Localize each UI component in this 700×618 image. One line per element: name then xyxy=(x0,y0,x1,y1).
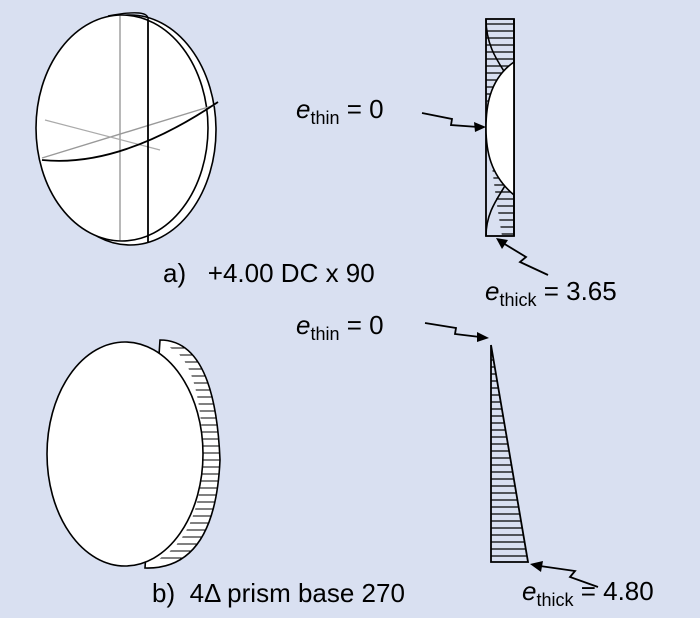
e-thin-a-subscript: thin xyxy=(310,108,340,128)
arrow-thin-a xyxy=(421,112,486,132)
e-thick-a-value: = 3.65 xyxy=(543,276,617,306)
axis-diagonal-guide xyxy=(44,119,161,151)
lens-front-face xyxy=(35,14,209,242)
label-e-thin-b: ethin = 0 xyxy=(296,312,384,343)
label-e-thin-a: ethin = 0 xyxy=(296,96,384,127)
arrow-thick-b xyxy=(530,561,599,588)
prism-cross-section xyxy=(490,344,530,563)
cylinder-cross-section xyxy=(485,18,515,237)
e-thin-b-symbol: e xyxy=(296,310,311,340)
e-thick-a-subscript: thick xyxy=(499,290,537,310)
cylinder-lens-3d xyxy=(35,12,219,246)
label-e-thick-a: ethick = 3.65 xyxy=(485,278,617,309)
label-e-thick-b: ethick = 4.80 xyxy=(522,578,654,609)
e-thick-b-value: = 4.80 xyxy=(580,576,654,606)
concave-inner-curve xyxy=(485,61,515,196)
e-thick-a-symbol: e xyxy=(485,276,500,306)
e-thick-b-subscript: thick xyxy=(536,590,574,610)
arrow-thick-a xyxy=(496,238,549,276)
e-thin-a-value: = 0 xyxy=(346,94,384,124)
prism-front-face xyxy=(46,341,204,567)
e-thin-a-symbol: e xyxy=(296,94,311,124)
e-thick-b-symbol: e xyxy=(522,576,537,606)
cylinder-top-arc xyxy=(107,12,149,21)
axis-horizontal-guide xyxy=(41,104,216,159)
arrow-thin-b xyxy=(424,322,489,342)
prism-lens-3d xyxy=(46,339,221,569)
caption-a: a) +4.00 DC x 90 xyxy=(163,258,375,288)
caption-b: b) 4Δ prism base 270 xyxy=(152,578,405,608)
cylinder-meridian-curve xyxy=(41,101,219,162)
e-thin-b-subscript: thin xyxy=(310,324,340,344)
e-thin-b-value: = 0 xyxy=(346,310,384,340)
wedge-outline xyxy=(490,344,530,563)
